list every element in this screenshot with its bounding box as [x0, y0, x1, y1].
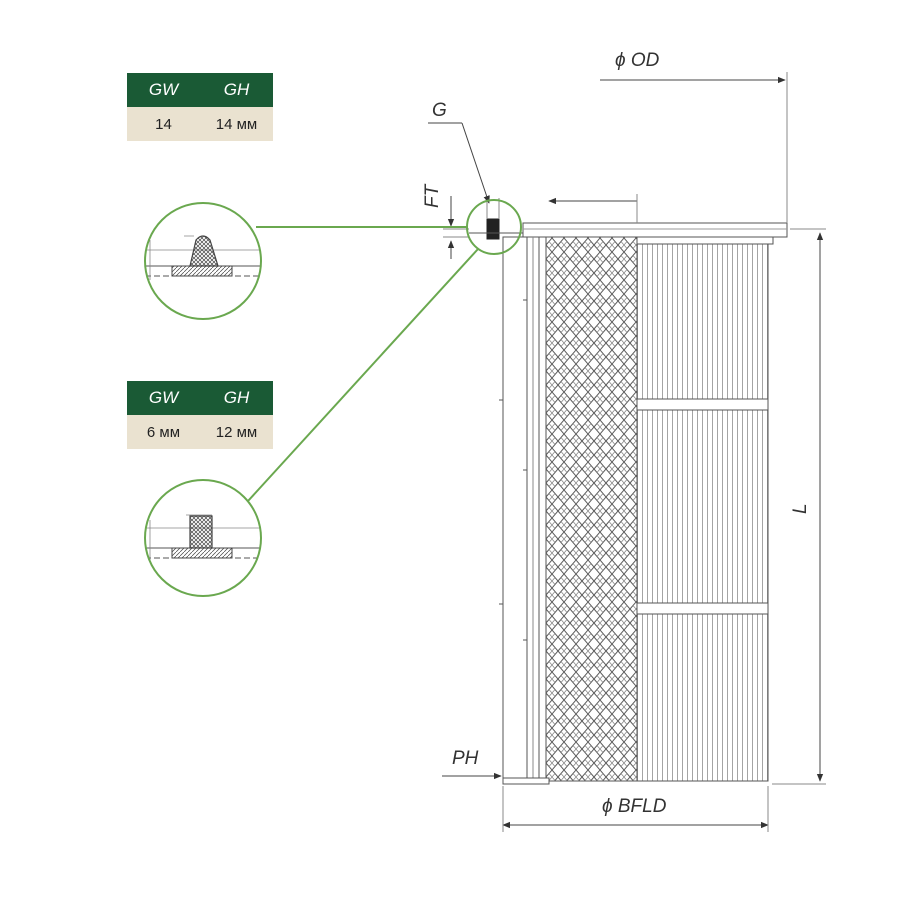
callout-leader-lower	[247, 248, 479, 502]
table-header-gh: GH	[200, 381, 273, 415]
table-cell-gh: 14 мм	[200, 107, 273, 141]
gasket-spec-table-2: GW GH 6 мм 12 мм	[127, 381, 273, 449]
l-label: L	[790, 503, 811, 514]
table-header-gw: GW	[127, 381, 200, 415]
ft-label: FT	[422, 183, 443, 208]
table-cell-gh: 12 мм	[200, 415, 273, 449]
gasket-spec-table-1: GW GH 14 14 мм	[127, 73, 273, 141]
pleated-media	[636, 243, 769, 782]
gasket	[486, 218, 500, 240]
top-end-cap	[522, 222, 788, 238]
od-label: ϕ OD	[615, 50, 660, 71]
bfld-label: ϕ BFLD	[602, 796, 667, 817]
table-header-gh: GH	[200, 73, 273, 107]
ph-label: PH	[452, 748, 479, 769]
filter-cartridge	[469, 198, 788, 785]
table-header-gw: GW	[127, 73, 200, 107]
support-band-lower	[636, 602, 769, 615]
cartridge-wall	[502, 236, 547, 782]
bottom-end-cap	[502, 777, 550, 785]
g-label: G	[432, 100, 447, 121]
perforated-core	[545, 236, 638, 782]
support-band-upper	[636, 398, 769, 411]
gasket-detail-1	[144, 202, 262, 320]
table-cell-gw: 14	[127, 107, 200, 141]
dimension-lines	[428, 72, 826, 832]
callouts	[247, 199, 522, 502]
table-cell-gw: 6 мм	[127, 415, 200, 449]
gasket-detail-2	[144, 479, 262, 597]
